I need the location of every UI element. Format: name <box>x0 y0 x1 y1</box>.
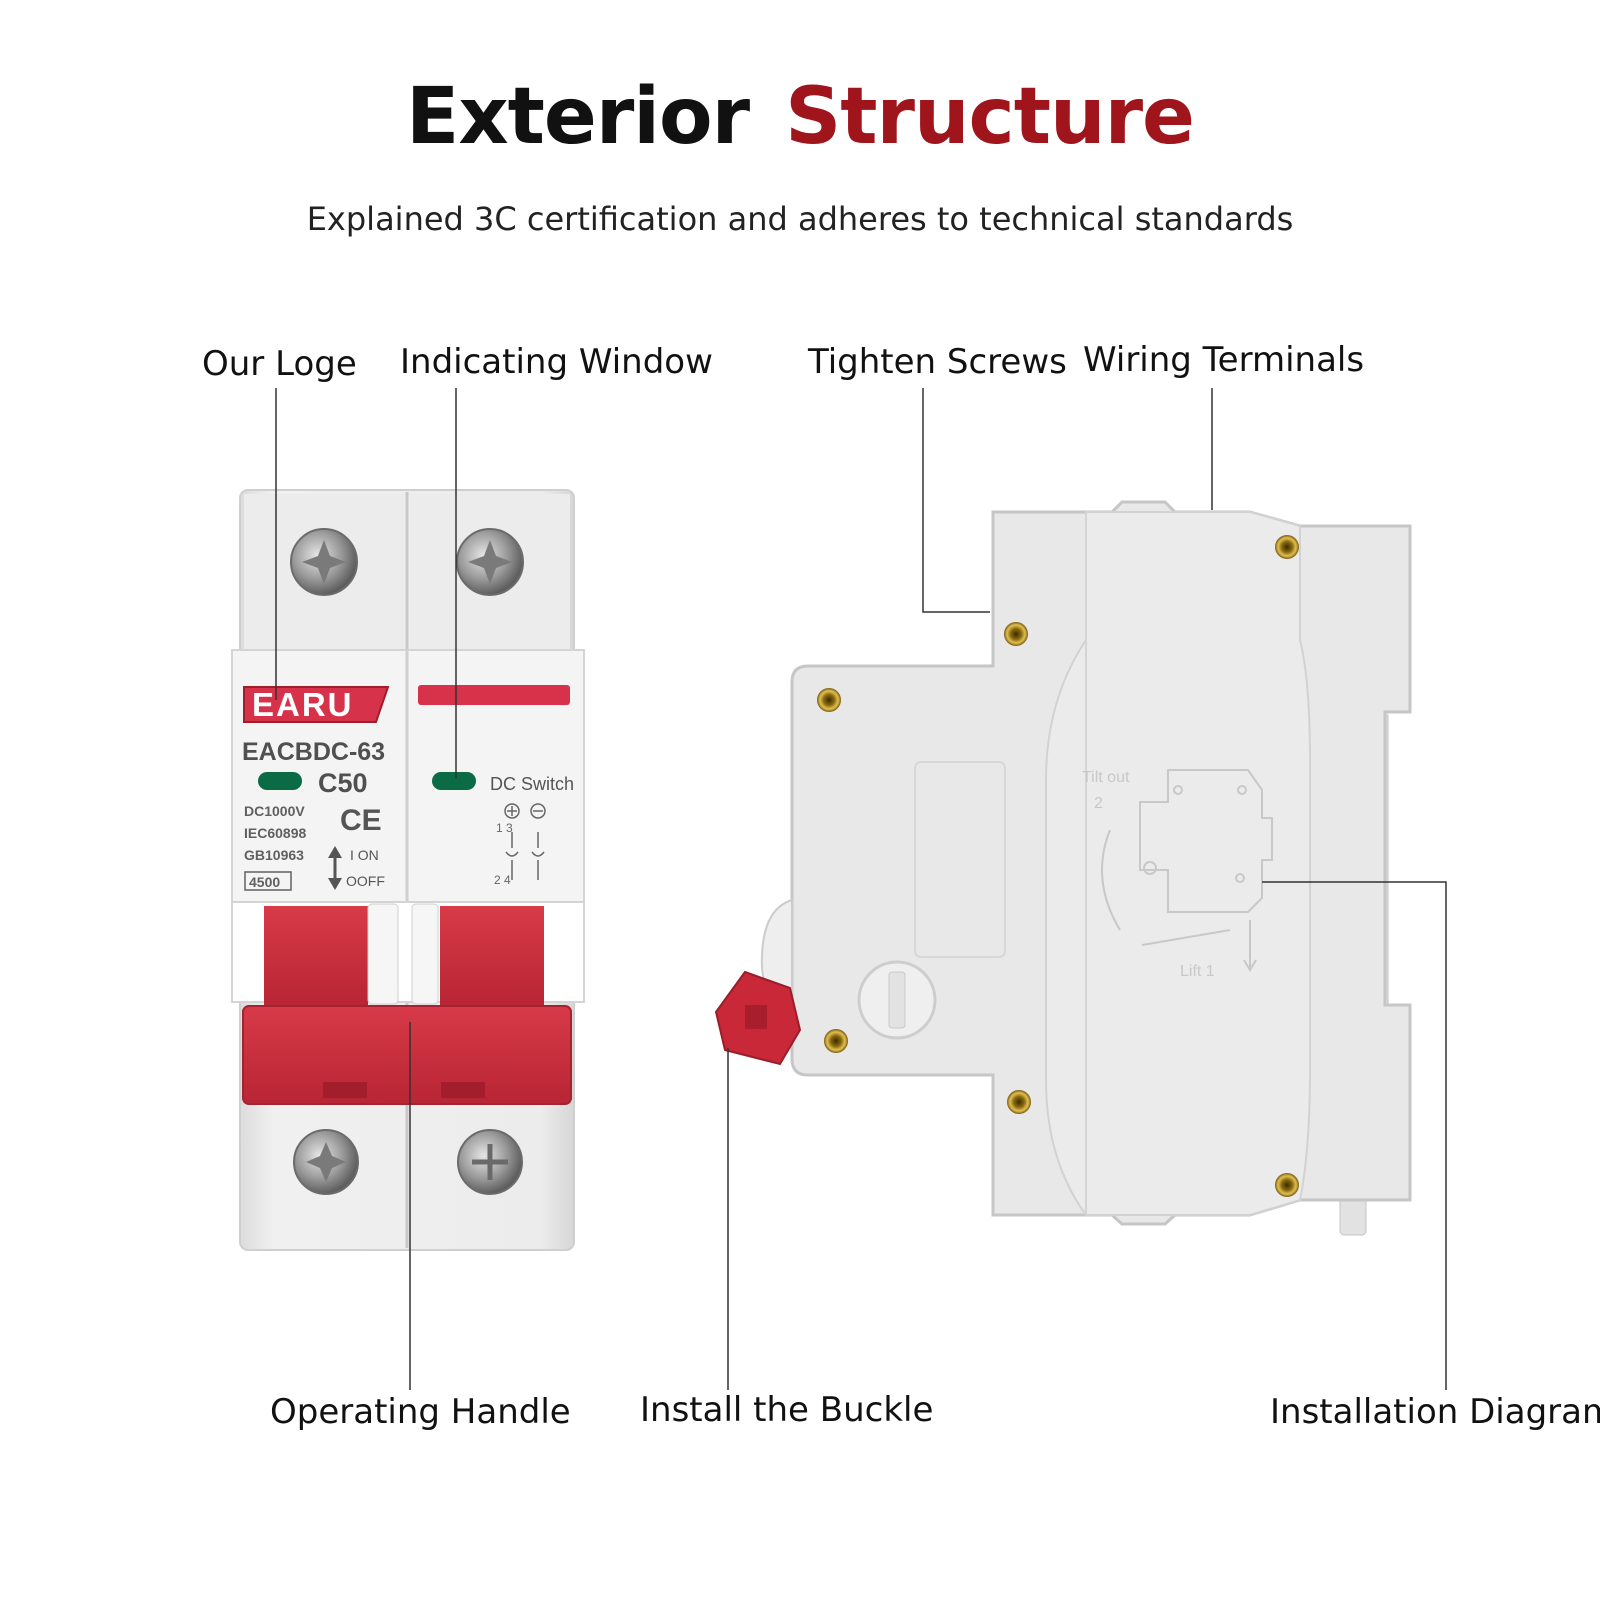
polarity-symbols <box>504 803 546 880</box>
terminal-numbers-bottom: 2 4 <box>494 873 511 887</box>
installation-diagram-emboss <box>1101 769 1273 972</box>
leader-line-screws <box>922 388 990 613</box>
rivet <box>1275 1173 1299 1197</box>
rivet <box>1007 1090 1031 1114</box>
indicator-window-right <box>432 772 476 790</box>
terminal-numbers-top: 1 3 <box>496 821 513 835</box>
subtitle: Explained 3C certification and adheres t… <box>306 200 1294 238</box>
rivet <box>817 688 841 712</box>
callout-installation-diagram: Installation Diagram <box>1270 1392 1600 1432</box>
breaker-side: Tilt out 2 Lift 1 <box>714 500 1412 1236</box>
model-number: EACBDC-63 <box>242 738 385 766</box>
red-stripe <box>418 685 570 705</box>
screw-top-left <box>290 528 358 596</box>
ce-mark: CE <box>340 804 382 837</box>
screw-bottom-left <box>293 1129 359 1195</box>
breaking-capacity: 4500 <box>249 874 280 890</box>
breaker-front: EARU EACBDC-63 C50 DC Switch DC1000V IEC… <box>231 489 585 1251</box>
leader-lines <box>275 388 1447 1390</box>
current-rating: C50 <box>318 768 368 798</box>
leader-line-diagram <box>1262 881 1447 1390</box>
title-part-structure: Structure <box>785 72 1195 162</box>
operating-handle <box>242 1005 572 1105</box>
brand-logo-band <box>243 686 390 723</box>
emboss-tilt-label: Tilt out <box>1082 769 1130 786</box>
standard-gb: GB10963 <box>244 847 304 863</box>
callout-tighten-screws: Tighten Screws <box>808 342 1067 382</box>
on-label: I ON <box>350 847 379 863</box>
callout-wiring-terminals: Wiring Terminals <box>1083 340 1365 380</box>
emboss-lift-label: Lift 1 <box>1180 963 1215 980</box>
off-label: OOFF <box>346 873 385 889</box>
callout-indicating-window: Indicating Window <box>400 342 713 382</box>
screw-bottom-right <box>457 1129 523 1195</box>
rivet <box>824 1029 848 1053</box>
callout-install-buckle: Install the Buckle <box>640 1390 934 1430</box>
screw-top-right <box>456 528 524 596</box>
rivet <box>1275 535 1299 559</box>
handle-lever-left <box>264 906 368 1006</box>
voltage-rating: DC1000V <box>244 803 305 819</box>
callout-our-logo: Our Loge <box>202 344 357 384</box>
handle-lever-right <box>440 906 544 1006</box>
rivet <box>1004 622 1028 646</box>
indicator-window-left <box>258 772 302 790</box>
brand-logo-text: EARU <box>252 686 354 723</box>
callout-operating-handle: Operating Handle <box>270 1392 571 1432</box>
standard-iec: IEC60898 <box>244 825 306 841</box>
dc-switch-label: DC Switch <box>490 774 574 794</box>
page-title: Exterior Structure <box>0 72 1600 162</box>
title-part-exterior: Exterior <box>406 72 750 162</box>
emboss-tilt-step: 2 <box>1094 795 1103 812</box>
